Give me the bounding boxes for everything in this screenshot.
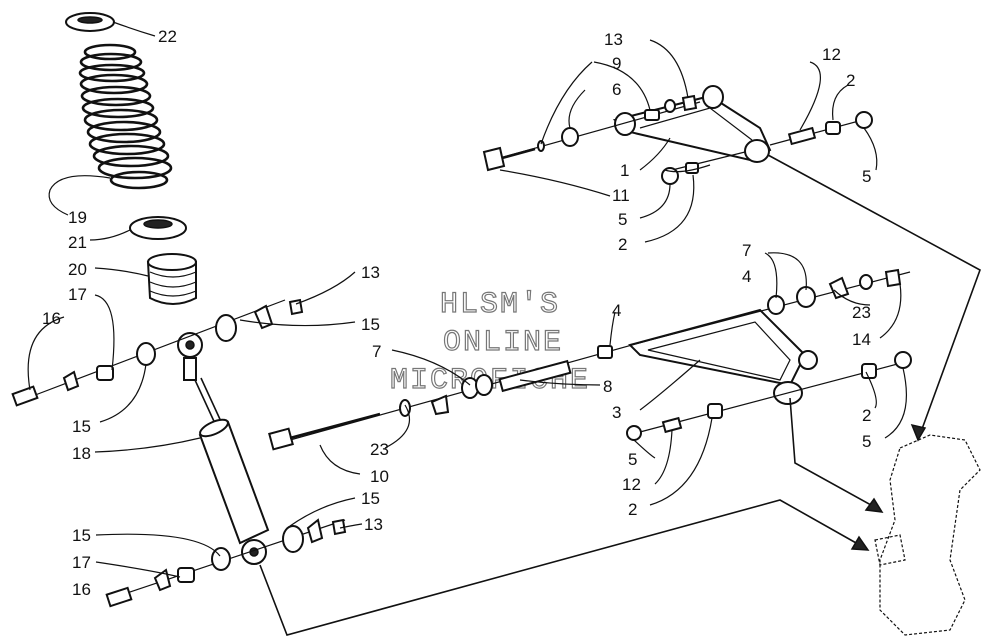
callout-6: 6	[612, 80, 621, 99]
callout-21: 21	[68, 233, 87, 252]
callout-19: 19	[68, 208, 87, 227]
callout-22: 22	[158, 27, 177, 46]
callout-1: 1	[620, 161, 629, 180]
callout-15-upper-right: 15	[361, 315, 380, 334]
spring-retainer-22	[65, 12, 115, 32]
callout-3: 3	[612, 403, 621, 422]
callout-8: 8	[603, 377, 612, 396]
shock-absorber-18	[177, 332, 270, 565]
leader-lines	[27, 21, 908, 578]
callout-2-lower: 2	[628, 500, 637, 519]
callout-23-left: 23	[370, 440, 389, 459]
callout-14: 14	[852, 330, 871, 349]
spindle-outline	[874, 434, 981, 636]
callout-13-lower: 13	[364, 515, 383, 534]
lower-mount-hardware	[105, 518, 347, 608]
callout-15-lower-right: 15	[361, 489, 380, 508]
callout-13-upper: 13	[361, 263, 380, 282]
callout-15-upper-left: 15	[72, 417, 91, 436]
callout-13-top: 13	[604, 30, 623, 49]
coil-spring-19	[78, 43, 173, 190]
callout-10: 10	[370, 467, 389, 486]
callout-5-lower: 5	[628, 450, 637, 469]
callout-2-upper: 2	[618, 235, 627, 254]
callout-17-upper: 17	[68, 285, 87, 304]
callout-18: 18	[72, 444, 91, 463]
watermark-line-2: ONLINE	[443, 326, 563, 360]
callout-17-lower: 17	[72, 553, 91, 572]
callout-16-lower: 16	[72, 580, 91, 599]
callout-11: 11	[612, 186, 630, 205]
callout-12-lower: 12	[622, 475, 641, 494]
callout-5-lower-right: 5	[862, 432, 871, 451]
spring-seat-21	[129, 216, 187, 240]
callout-23-right: 23	[852, 303, 871, 322]
callout-5-upper: 5	[618, 210, 627, 229]
watermark-line-1: HLSM'S	[440, 288, 560, 322]
callout-15-lower-left: 15	[72, 526, 91, 545]
upper-mount-hardware	[11, 298, 304, 407]
callout-labels: 22 19 21 20 17 16 15 18 15 17 16 13 15 1…	[42, 27, 871, 599]
callout-7-left: 7	[372, 342, 381, 361]
callout-7-right: 7	[742, 241, 751, 260]
lower-a-arm-3	[628, 308, 818, 405]
callout-9: 9	[612, 54, 621, 73]
callout-5-upper-right: 5	[862, 167, 871, 186]
assembly-arrows	[259, 154, 981, 636]
bumper-20	[146, 253, 197, 305]
callout-4-right: 4	[742, 267, 751, 286]
callout-2-upper-right: 2	[846, 71, 855, 90]
upper-arm-hardware	[482, 94, 873, 185]
watermark: HLSM'S ONLINE MICROFICHE	[389, 287, 588, 398]
callout-2-lower-right: 2	[862, 406, 871, 425]
callout-4-left: 4	[612, 301, 621, 320]
callout-20: 20	[68, 260, 87, 279]
callout-12-upper: 12	[822, 45, 841, 64]
callout-16-upper: 16	[42, 309, 61, 328]
